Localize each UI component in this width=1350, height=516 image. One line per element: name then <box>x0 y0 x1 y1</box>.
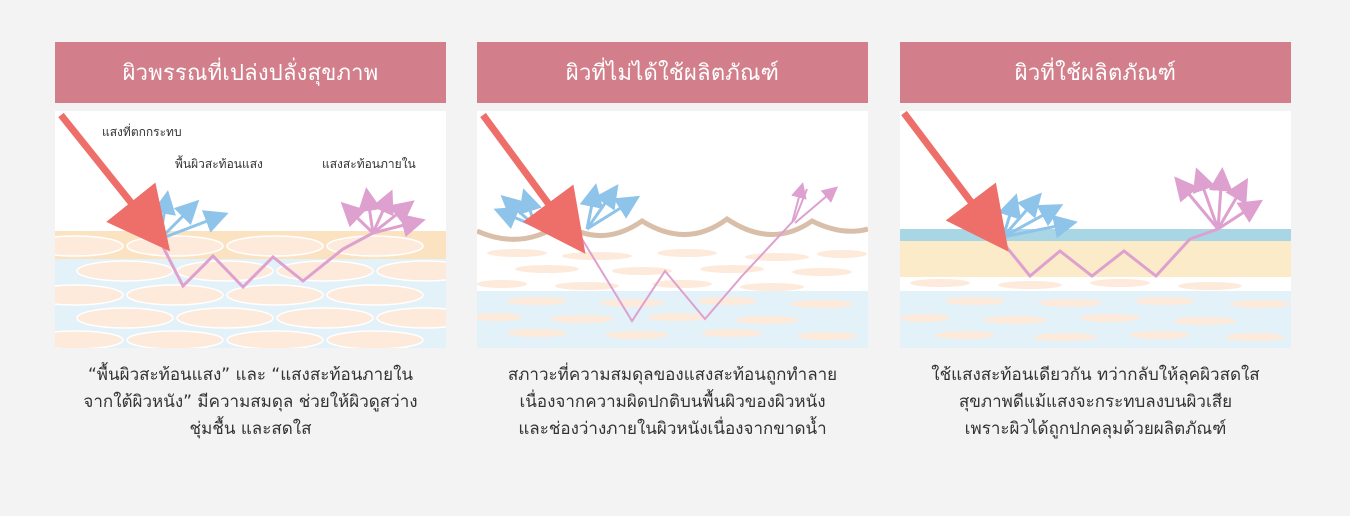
caption-line: ใช้แสงสะท้อนเดียวกัน ทว่ากลับให้ลุคผิวสด… <box>931 365 1260 385</box>
panel-without-product: ผิวที่ไม่ได้ใช้ผลิตภัณฑ์ <box>477 42 868 439</box>
panel-caption: ใช้แสงสะท้อนเดียวกัน ทว่ากลับให้ลุคผิวสด… <box>900 362 1291 443</box>
caption-line: สภาวะที่ความสมดุลของแสงสะท้อนถูกทำลาย <box>507 365 838 385</box>
caption-line: “พื้นผิวสะท้อนแสง” และ “แสงสะท้อนภายใน <box>87 365 414 385</box>
panel-title: ผิวที่ใช้ผลิตภัณฑ์ <box>900 42 1291 103</box>
label-surface-reflection: พื้นผิวสะท้อนแสง <box>175 157 263 171</box>
damaged-skin-illustration <box>477 111 868 348</box>
panel-title: ผิวที่ไม่ได้ใช้ผลิตภัณฑ์ <box>477 42 868 103</box>
skin-diagram <box>55 112 446 348</box>
covered-skin-illustration <box>900 111 1291 348</box>
panel-title: ผิวพรรณที่เปล่งปลั่งสุขภาพ <box>55 42 446 103</box>
healthy-skin-illustration: แสงที่ตกกระทบ พื้นผิวสะท้อนแสง แสงสะท้อน… <box>55 111 446 348</box>
label-internal-reflection: แสงสะท้อนภายใน <box>322 157 416 171</box>
panel-healthy-skin: ผิวพรรณที่เปล่งปลั่งสุขภาพ <box>55 42 446 439</box>
caption-line: เนื่องจากความผิดปกติบนพื้นผิวของผิวหนัง <box>519 392 826 412</box>
caption-line: จากใต้ผิวหนัง” มีความสมดุล ช่วยให้ผิวดูส… <box>83 392 418 412</box>
panel-caption: สภาวะที่ความสมดุลของแสงสะท้อนถูกทำลาย เน… <box>477 362 868 443</box>
caption-line: และช่องว่างภายในผิวหนังเนื่องจากขาดน้ำ <box>518 419 827 439</box>
skin-diagram <box>900 111 1291 348</box>
skin-diagram <box>477 112 868 348</box>
label-incident-light: แสงที่ตกกระทบ <box>102 125 182 139</box>
caption-line: สุขภาพดีแม้แสงจะกระทบลงบนผิวเสีย <box>958 392 1233 412</box>
panel-caption: “พื้นผิวสะท้อนแสง” และ “แสงสะท้อนภายใน จ… <box>55 362 446 443</box>
caption-line: ชุ่มชื้น และสดใส <box>189 419 312 439</box>
panel-with-product: ผิวที่ใช้ผลิตภัณฑ์ <box>900 42 1291 439</box>
caption-line: เพราะผิวได้ถูกปกคลุมด้วยผลิตภัณฑ์ <box>964 419 1227 439</box>
